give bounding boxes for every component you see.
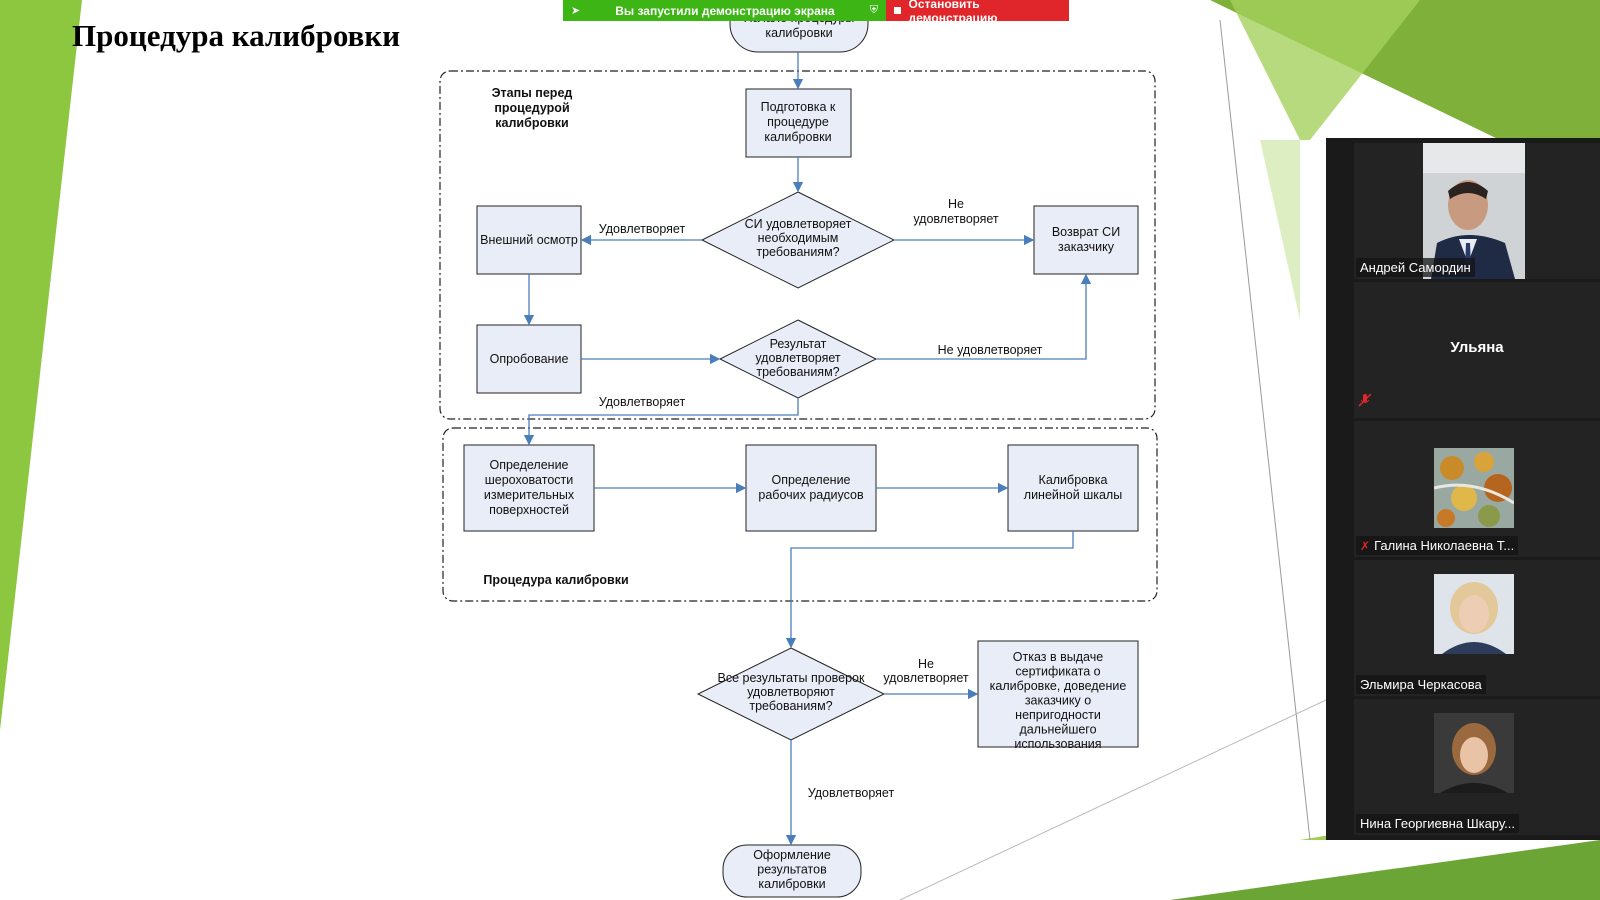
node-check1 — [700, 191, 896, 289]
participant-name-tag: ✗Галина Николаевна Т... — [1356, 536, 1519, 555]
participant-name: Андрей Самордин — [1356, 258, 1475, 277]
participant-tile[interactable]: Андрей Самордин — [1354, 143, 1600, 279]
muted-mic-icon — [1358, 393, 1372, 412]
node-inspect — [476, 205, 582, 275]
participant-name: Нина Георгиевна Шкару... — [1356, 814, 1519, 833]
participant-photo — [1434, 713, 1514, 793]
stop-icon — [894, 7, 901, 14]
node-radii — [745, 444, 877, 532]
edge-no2: Не удовлетворяет — [938, 343, 1043, 357]
participant-video — [1423, 143, 1525, 279]
node-inspect-label: Внешний осмотр — [480, 233, 578, 247]
shield-icon: ⛨ — [869, 4, 878, 16]
participant-tile[interactable]: ✗Галина Николаевна Т... — [1354, 421, 1600, 557]
node-trial — [476, 324, 582, 394]
participant-name: Эльмира Черкасова — [1356, 675, 1486, 694]
share-status-text: Вы запустили демонстрацию экрана — [615, 3, 835, 18]
stop-share-label: Остановить демонстрацию — [908, 0, 998, 25]
node-refuse — [977, 640, 1139, 748]
participant-name: Ульяна — [1450, 339, 1504, 356]
screen-share-bar: ➤ Вы запустили демонстрацию экрана ⛨ Ост… — [563, 0, 1069, 25]
node-return — [1033, 205, 1139, 275]
edge-yes1: Удовлетворяет — [599, 222, 686, 236]
autumn-leaves-avatar — [1434, 448, 1514, 528]
participant-name: Галина Николаевна Т... — [1374, 538, 1515, 553]
participant-photo — [1434, 574, 1514, 654]
participant-gallery: Андрей Самордин Ульяна ✗Галина Николаевн… — [1326, 138, 1600, 840]
participant-tile[interactable]: Эльмира Черкасова — [1354, 560, 1600, 696]
edge-yes3: Удовлетворяет — [808, 786, 895, 800]
muted-mic-icon: ✗ — [1360, 539, 1371, 553]
group-main-label: Процедура калибровки — [483, 573, 628, 587]
participant-tile[interactable]: Нина Георгиевна Шкару... — [1354, 699, 1600, 835]
screen-share-icon: ➤ — [571, 5, 581, 17]
node-trial-label: Опробование — [490, 352, 569, 366]
stop-share-button[interactable]: Остановить демонстрацию — [886, 0, 1069, 25]
slide-title: Процедура калибровки — [72, 18, 401, 53]
group-calibration — [442, 427, 1158, 602]
share-status-banner[interactable]: ➤ Вы запустили демонстрацию экрана ⛨ — [563, 0, 886, 21]
node-scale — [1007, 444, 1139, 532]
participant-tile[interactable]: Ульяна — [1354, 282, 1600, 418]
edge-yes2: Удовлетворяет — [599, 395, 686, 409]
